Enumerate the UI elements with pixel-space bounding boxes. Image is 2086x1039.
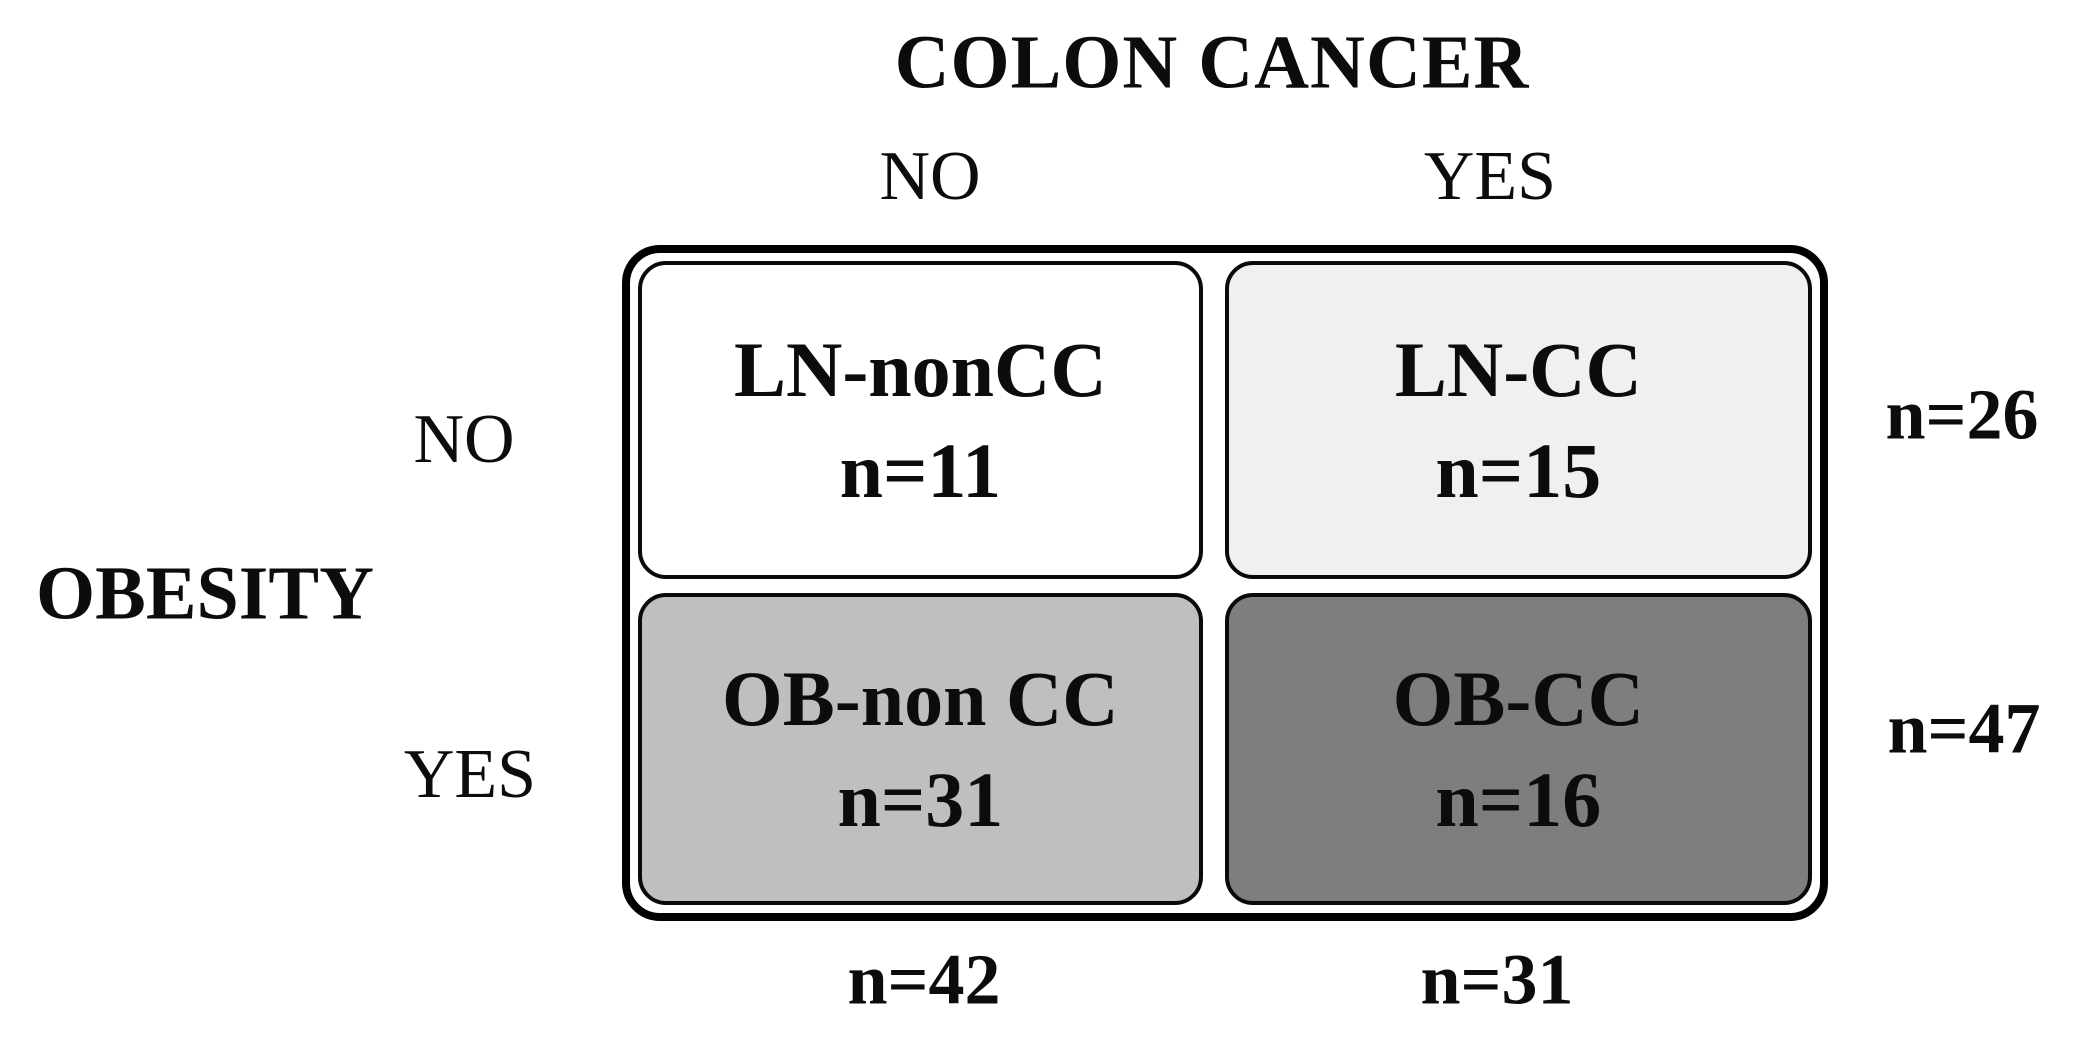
column-header-yes: YES (1423, 138, 1557, 215)
cell-ln-noncc: LN-nonCC n=11 (638, 261, 1203, 580)
cell-ln-cc: LN-CC n=15 (1224, 261, 1812, 580)
cell-count: n=15 (1435, 427, 1602, 515)
cell-label: OB-non CC (722, 654, 1119, 742)
cell-count: n=31 (837, 756, 1004, 844)
cell-label: OB-CC (1392, 654, 1645, 742)
column-total-no: n=42 (847, 939, 1001, 1020)
row-header-no: NO (413, 401, 515, 478)
cell-ob-noncc: OB-non CC n=31 (638, 593, 1203, 905)
row-total-yes: n=47 (1887, 688, 2041, 769)
column-total-yes: n=31 (1420, 939, 1574, 1020)
cell-count: n=16 (1435, 756, 1602, 844)
row-total-no: n=26 (1885, 374, 2039, 455)
cell-ob-cc: OB-CC n=16 (1224, 593, 1812, 905)
cell-count: n=11 (839, 427, 1002, 515)
column-axis-title: COLON CANCER (894, 20, 1530, 105)
cell-label: LN-CC (1394, 325, 1642, 413)
column-header-no: NO (879, 138, 981, 215)
cell-label: LN-nonCC (733, 325, 1107, 413)
row-axis-title: OBESITY (36, 551, 374, 636)
row-header-yes: YES (403, 736, 537, 813)
contingency-matrix: LN-nonCC n=11 LN-CC n=15 OB-non CC n=31 … (622, 245, 1828, 921)
